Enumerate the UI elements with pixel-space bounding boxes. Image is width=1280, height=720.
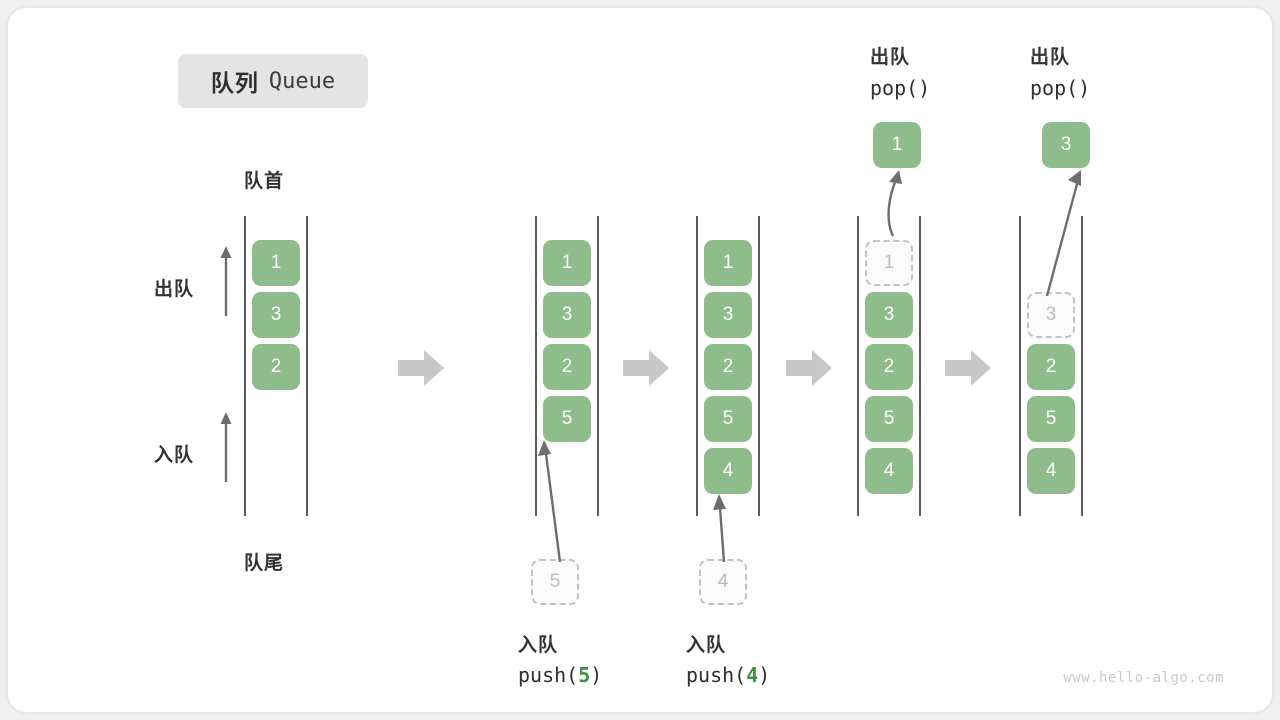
push-5-code-prefix: push( [518,663,579,687]
watermark: www.hello-algo.com [1063,670,1224,686]
pop-arrow-icon [887,170,902,237]
pop-3-caption-code: pop() [1030,76,1091,100]
push-arrow-icon [713,494,726,563]
rail-left [857,216,859,516]
push-5-caption-code: push(5) [518,663,602,687]
queue-column-pop-3: 3 2 5 4 [1019,216,1087,516]
queue-cell: 4 [865,448,913,494]
pop-1-caption-cn: 出队 [870,47,911,68]
step-arrow-icon [623,350,669,386]
popped-element: 1 [873,122,921,168]
queue-cell: 2 [865,344,913,390]
step-arrow-icon [786,350,832,386]
rail-right [919,216,921,516]
rail-right [306,216,308,516]
queue-column-pop-1: 1 3 2 5 4 [857,216,925,516]
step-arrow-icon [398,350,444,386]
push-4-caption-cn: 入队 [686,635,727,656]
pop-1-caption-code: pop() [870,76,931,100]
title-badge: 队列 Queue [178,54,368,108]
queue-cell: 2 [704,344,752,390]
popped-element: 3 [1042,122,1090,168]
rail-right [758,216,760,516]
queue-cell: 1 [252,240,300,286]
title-label-en: Queue [268,68,336,94]
dequeue-direction-arrow-icon [220,246,232,316]
rail-left [535,216,537,516]
queue-cell-ghost: 1 [865,240,913,286]
queue-cell-ghost: 3 [1027,292,1075,338]
push-5-code-suffix: ) [590,663,603,687]
queue-cell: 1 [704,240,752,286]
rail-left [244,216,246,516]
queue-cell: 5 [704,396,752,442]
pop-arrow-icon [1045,170,1081,297]
enqueue-direction-label: 入队 [154,445,195,466]
queue-column-push-4: 1 3 2 5 4 [696,216,764,516]
push-4-code-value: 4 [746,663,759,687]
push-4-code-suffix: ) [758,663,771,687]
dequeue-direction-label: 出队 [154,279,195,300]
pop-3-caption-cn: 出队 [1030,47,1071,68]
queue-cell: 3 [543,292,591,338]
queue-cell: 2 [543,344,591,390]
rail-left [696,216,698,516]
push-5-caption-cn: 入队 [518,635,559,656]
push-5-code-value: 5 [578,663,591,687]
enqueue-direction-arrow-icon [220,412,232,482]
queue-head-label: 队首 [244,171,285,192]
queue-cell: 5 [865,396,913,442]
step-arrow-icon [945,350,991,386]
rail-left [1019,216,1021,516]
queue-cell: 4 [704,448,752,494]
incoming-element-ghost: 5 [531,559,579,605]
queue-column-initial: 1 3 2 [244,216,312,516]
queue-cell: 3 [865,292,913,338]
title-label-cn: 队列 [210,70,259,96]
push-4-code-prefix: push( [686,663,747,687]
queue-cell: 5 [543,396,591,442]
push-4-caption-code: push(4) [686,663,770,687]
rail-right [597,216,599,516]
queue-cell: 3 [704,292,752,338]
queue-cell: 3 [252,292,300,338]
queue-column-push-5: 1 3 2 5 [535,216,603,516]
diagram-canvas: 队列 Queue 队首 队尾 出队 入队 1 3 2 1 3 2 5 5 [8,8,1272,712]
queue-cell: 1 [543,240,591,286]
queue-cell: 2 [1027,344,1075,390]
push-arrow-icon [538,440,562,563]
queue-cell: 5 [1027,396,1075,442]
queue-cell: 2 [252,344,300,390]
incoming-element-ghost: 4 [699,559,747,605]
rail-right [1081,216,1083,516]
queue-cell: 4 [1027,448,1075,494]
queue-tail-label: 队尾 [244,553,285,574]
